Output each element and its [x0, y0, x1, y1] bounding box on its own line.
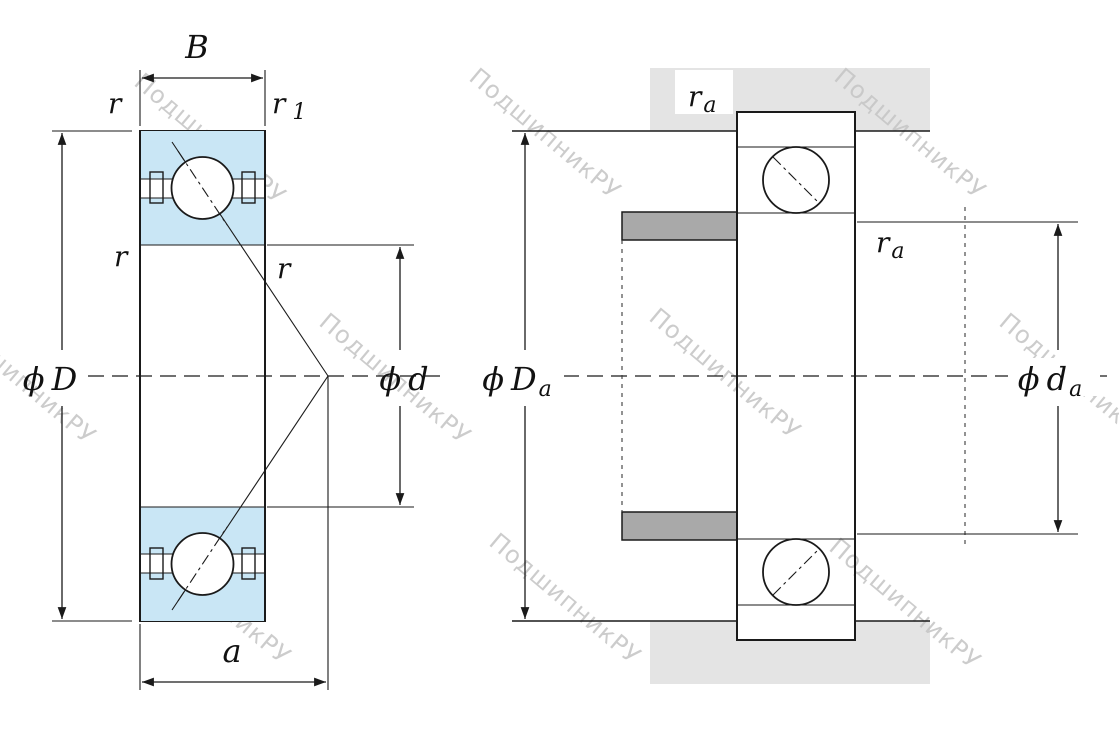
- cage-bottom-left: [149, 547, 164, 580]
- housing-shoulder-bottom-right: [855, 621, 930, 640]
- bearing-outline-right: [736, 111, 856, 641]
- ball-top-axis-line: [177, 150, 228, 226]
- radius-label-top-left: r: [108, 87, 123, 120]
- ball-bottom-axis-line-right: [772, 548, 820, 596]
- housing-shoulder-top-right: [855, 112, 930, 131]
- housing-shoulder-top-left: [650, 112, 737, 131]
- cage-bottom-right: [241, 547, 256, 580]
- phi-symbol: ϕ: [482, 360, 504, 398]
- watermark-text: ПодшипникРУ: [484, 528, 646, 671]
- housing-fills: [650, 68, 930, 684]
- phi-symbol: ϕ: [1018, 360, 1040, 398]
- cage-top-left: [149, 171, 164, 204]
- dim-label-contact-offset: a: [222, 632, 241, 670]
- fillet-label-mid: ra: [876, 226, 905, 264]
- housing-edge-lines: [512, 130, 930, 622]
- housing-block-bottom: [650, 640, 930, 684]
- dimension-contact-offset-a: a: [139, 376, 329, 690]
- cage-top-right: [241, 171, 256, 204]
- watermark-text: ПодшипникРУ: [644, 303, 806, 446]
- phi-symbol: ϕ: [379, 360, 401, 398]
- label-mask: [1008, 358, 1100, 396]
- radius-label-mid-right: r: [277, 252, 292, 285]
- housing-shoulder-bottom-left: [650, 621, 737, 640]
- dim-label-width-B: B: [184, 28, 209, 66]
- watermark-text: ПодшипникРУ: [464, 63, 626, 206]
- ring-boundary-lines: [141, 178, 264, 574]
- radius-label-mid-left: r: [114, 240, 129, 273]
- ball-top-axis-line-right: [772, 156, 820, 204]
- label-mask: [472, 358, 564, 396]
- shaft-shoulder-top: [621, 211, 738, 241]
- ball-bottom-axis-line: [177, 526, 228, 602]
- phi-symbol: ϕ: [23, 360, 45, 398]
- dimension-B: B: [139, 28, 266, 126]
- fillet-label-top: ra: [688, 80, 717, 118]
- fillet-label-notch: [675, 70, 733, 114]
- shaft-shoulder-bottom: [621, 511, 738, 541]
